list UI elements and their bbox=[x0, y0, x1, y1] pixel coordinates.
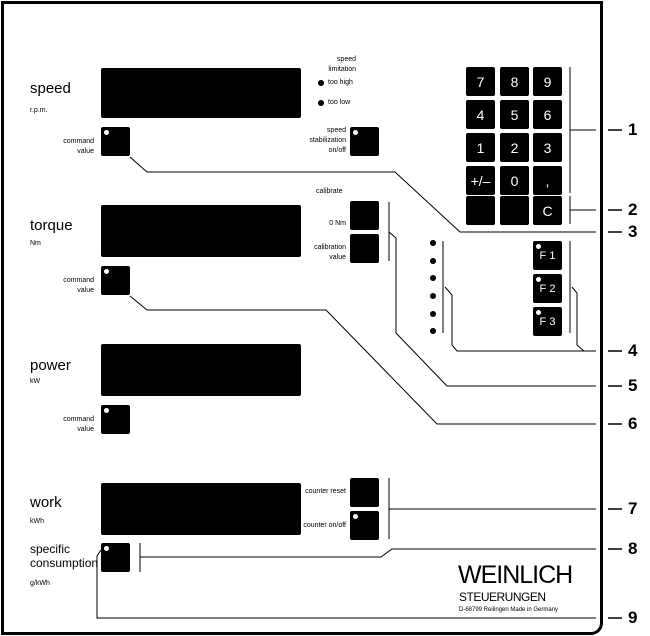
status-led bbox=[430, 258, 436, 264]
specific-consumption-unit: g/kWh bbox=[30, 580, 50, 587]
work-display bbox=[101, 483, 301, 535]
speed-display bbox=[101, 68, 301, 118]
logo-subtitle: STEUERUNGEN bbox=[459, 590, 546, 604]
work-unit: kWh bbox=[30, 518, 44, 525]
panel-frame bbox=[1, 1, 603, 635]
callout-4: 4 bbox=[628, 341, 638, 360]
speed-unit: r.p.m. bbox=[30, 107, 48, 114]
speed-stabilization-label: speed stabilization on/off bbox=[309, 127, 346, 154]
torque-label: torque bbox=[30, 217, 73, 234]
power-label: power bbox=[30, 357, 71, 374]
zero-nm-label: 0 Nm bbox=[329, 220, 346, 227]
counter-reset-label: counter reset bbox=[305, 488, 346, 495]
keypad-key[interactable]: 2 bbox=[500, 133, 529, 162]
status-led bbox=[430, 311, 436, 317]
speed-command-button[interactable] bbox=[101, 127, 130, 156]
power-command-button[interactable] bbox=[101, 405, 130, 434]
specific-consumption-label: specific consumption bbox=[30, 542, 99, 570]
too-low-led bbox=[318, 100, 324, 106]
calibration-value-button[interactable] bbox=[350, 234, 379, 263]
keypad-key[interactable]: 7 bbox=[466, 67, 495, 96]
speed-command-label: command value bbox=[63, 138, 94, 155]
too-high-led bbox=[318, 80, 324, 86]
torque-command-label: command value bbox=[63, 277, 94, 294]
keypad-key[interactable]: , bbox=[533, 166, 562, 195]
keypad-key[interactable]: 4 bbox=[466, 100, 495, 129]
status-led bbox=[430, 328, 436, 334]
status-led bbox=[430, 240, 436, 246]
calibration-value-label: calibration value bbox=[314, 244, 346, 261]
callout-8: 8 bbox=[628, 539, 638, 558]
keypad-key[interactable]: 3 bbox=[533, 133, 562, 162]
keypad-key[interactable]: 0 bbox=[500, 166, 529, 195]
work-label: work bbox=[30, 494, 62, 511]
logo-address: D-68799 Reilingen Made in Germany bbox=[459, 607, 559, 613]
speed-stabilization-button[interactable] bbox=[350, 127, 379, 156]
callout-1: 1 bbox=[628, 120, 638, 139]
counter-reset-button[interactable] bbox=[350, 478, 379, 507]
speed-limitation-label: speed limitation bbox=[328, 56, 356, 73]
callout-3: 3 bbox=[628, 222, 638, 241]
counter-onoff-button[interactable] bbox=[350, 511, 379, 540]
keypad-key[interactable] bbox=[466, 196, 495, 225]
callout-7: 7 bbox=[628, 499, 638, 518]
speed-label: speed bbox=[30, 80, 71, 97]
keypad-key[interactable]: 6 bbox=[533, 100, 562, 129]
power-unit: kW bbox=[30, 378, 41, 385]
status-led bbox=[430, 293, 436, 299]
keypad-key[interactable]: 9 bbox=[533, 67, 562, 96]
keypad-key[interactable]: +/– bbox=[466, 166, 495, 195]
keypad-key[interactable]: C bbox=[533, 196, 562, 225]
keypad-key[interactable]: 8 bbox=[500, 67, 529, 96]
callout-2: 2 bbox=[628, 200, 638, 219]
calibrate-label: calibrate bbox=[316, 188, 343, 195]
f2-button[interactable]: F 2 bbox=[533, 274, 562, 303]
status-led bbox=[430, 275, 436, 281]
too-low-label: too low bbox=[328, 99, 351, 106]
callout-5: 5 bbox=[628, 376, 638, 395]
f1-button[interactable]: F 1 bbox=[533, 241, 562, 270]
callout-6: 6 bbox=[628, 414, 638, 433]
power-command-label: command value bbox=[63, 416, 94, 433]
keypad-key[interactable] bbox=[500, 196, 529, 225]
callout-9: 9 bbox=[628, 608, 638, 627]
keypad-key[interactable]: 1 bbox=[466, 133, 495, 162]
counter-onoff-label: counter on/off bbox=[303, 522, 346, 529]
too-high-label: too high bbox=[328, 79, 353, 86]
torque-unit: Nm bbox=[30, 240, 41, 247]
torque-command-button[interactable] bbox=[101, 266, 130, 295]
f3-button[interactable]: F 3 bbox=[533, 307, 562, 336]
logo-name: WEINLICH bbox=[458, 561, 573, 589]
torque-display bbox=[101, 205, 301, 257]
power-display bbox=[101, 344, 301, 396]
keypad-key[interactable]: 5 bbox=[500, 100, 529, 129]
zero-nm-button[interactable] bbox=[350, 201, 379, 230]
specific-consumption-button[interactable] bbox=[101, 543, 130, 572]
